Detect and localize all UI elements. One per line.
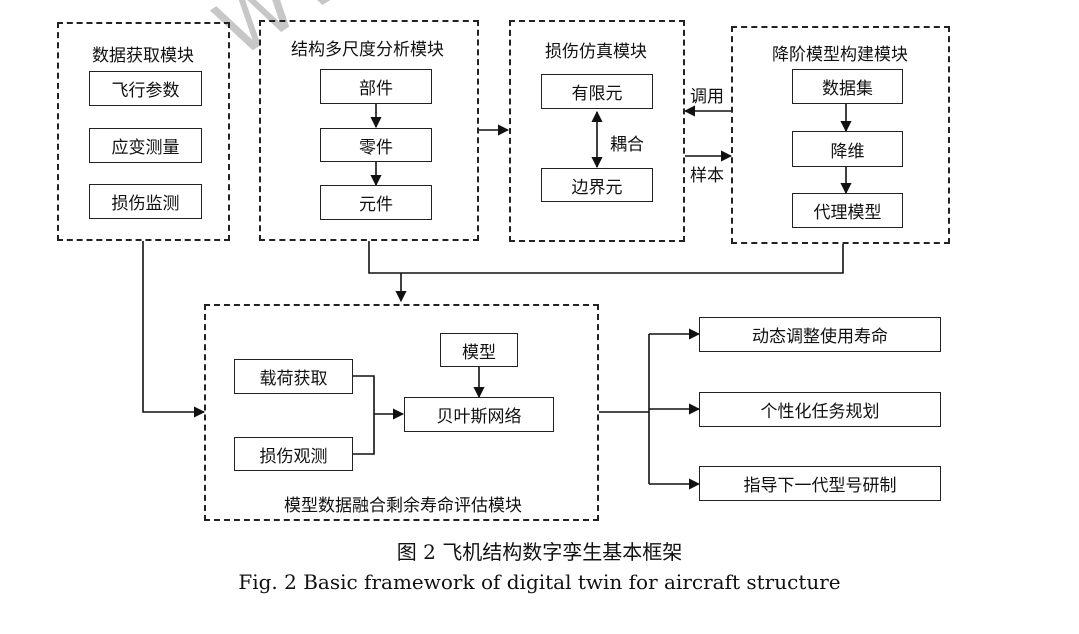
caption-en: Fig. 2 Basic framework of digital twin f…: [238, 570, 841, 594]
arrow-acquisition-to-fusion: [142, 241, 206, 418]
merge-line: [368, 241, 844, 274]
output-mission-planning-box: 个性化任务规划: [699, 392, 941, 427]
element-box: 元件: [320, 185, 432, 220]
fem-box: 有限元: [541, 74, 653, 109]
damage-simulation-title: 损伤仿真模块: [545, 42, 647, 62]
multiscale-analysis-title: 结构多尺度分析模块: [291, 40, 444, 60]
flight-params-box: 飞行参数: [89, 71, 202, 106]
damage-simulation-module: [509, 20, 685, 242]
rom-title: 降阶模型构建模块: [772, 45, 908, 65]
sample-label: 样本: [690, 166, 724, 186]
dataset-box: 数据集: [792, 69, 903, 104]
coupling-label: 耦合: [610, 135, 644, 155]
damage-observation-box: 损伤观测: [234, 437, 353, 471]
multiscale-analysis-module: [259, 20, 479, 241]
data-acquisition-title: 数据获取模块: [92, 46, 194, 66]
output-next-gen-box: 指导下一代型号研制: [699, 466, 941, 501]
load-connector: [353, 375, 375, 455]
damage-monitor-box: 损伤监测: [89, 184, 202, 219]
surrogate-model-box: 代理模型: [792, 193, 903, 228]
part-box: 部件: [320, 69, 432, 104]
strain-measure-box: 应变测量: [89, 128, 202, 163]
load-acquisition-box: 载荷获取: [234, 359, 353, 394]
caption-cn: 图 2 飞机结构数字孪生基本框架: [396, 540, 683, 564]
fusion-module: [204, 304, 599, 521]
rom-module: [731, 26, 950, 244]
component-box: 零件: [320, 128, 432, 162]
fusion-title: 模型数据融合剩余寿命评估模块: [284, 496, 522, 516]
bem-box: 边界元: [541, 168, 653, 202]
bayesian-network-box: 贝叶斯网络: [404, 397, 554, 432]
data-acquisition-module: [57, 22, 230, 241]
dim-reduction-box: 降维: [792, 131, 903, 167]
call-label: 调用: [690, 87, 724, 107]
output-dynamic-life-box: 动态调整使用寿命: [699, 317, 941, 352]
model-box: 模型: [440, 333, 518, 367]
